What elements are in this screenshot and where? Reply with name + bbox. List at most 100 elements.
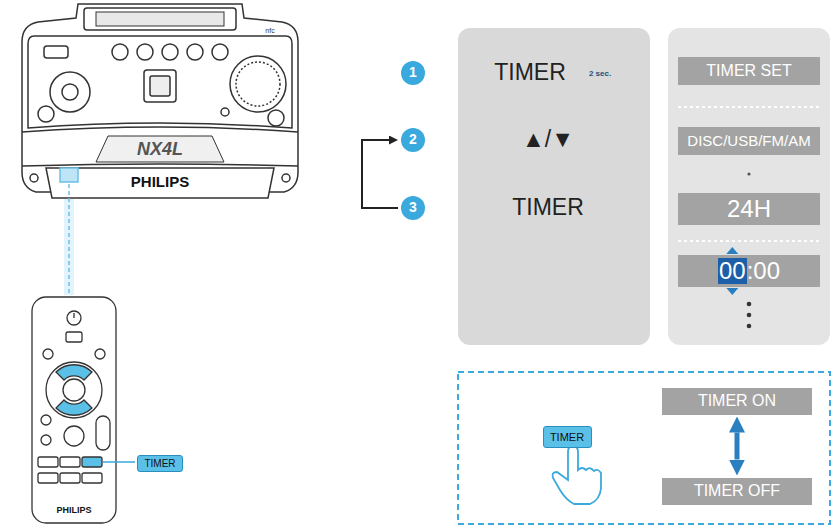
display-box: DISC/USB/FM/AM xyxy=(678,127,820,155)
remote-control xyxy=(32,297,116,523)
node-text: TIMER xyxy=(494,60,566,85)
remote-control xyxy=(96,416,110,450)
node-text: 2 xyxy=(409,132,417,147)
speaker-illustration xyxy=(236,62,280,106)
speaker-illustration xyxy=(150,76,170,96)
speaker-illustration xyxy=(144,70,176,102)
remote-control xyxy=(82,457,102,467)
speaker-illustration xyxy=(212,44,228,60)
node-text: TIMER OFF xyxy=(694,482,780,500)
display-box: 00:00 xyxy=(678,255,820,287)
remote-control xyxy=(41,415,51,425)
remote-control xyxy=(43,349,53,359)
node-text: 1 xyxy=(409,65,417,80)
remote-control xyxy=(56,400,92,415)
brand-logo: PHILIPS xyxy=(56,506,91,515)
node-text: TIMER xyxy=(144,458,175,469)
speaker-illustration xyxy=(60,168,78,182)
remote-control xyxy=(64,426,84,446)
model-logo: NX4L xyxy=(137,140,183,158)
continuation-dots xyxy=(747,313,752,318)
repeat-bracket xyxy=(362,140,398,208)
remote-control xyxy=(67,311,81,325)
remote-control xyxy=(63,379,85,401)
speaker-illustration xyxy=(84,8,236,30)
panel-separator xyxy=(678,106,820,108)
ir-beam xyxy=(68,184,70,295)
node-text: TIMER xyxy=(550,431,584,443)
speaker-illustration xyxy=(96,12,224,26)
result-panel xyxy=(668,28,830,345)
speaker-illustration xyxy=(268,110,284,126)
speaker-illustration xyxy=(38,106,54,122)
dashed-frame xyxy=(458,372,830,524)
step-number: 1 xyxy=(401,61,425,85)
dot xyxy=(747,172,750,175)
speaker-illustration xyxy=(137,44,153,60)
speaker-illustration xyxy=(62,84,78,100)
remote-control xyxy=(38,473,58,483)
continuation-dots xyxy=(747,302,752,329)
panel-separator xyxy=(678,240,820,242)
display-box: 24H xyxy=(678,193,820,225)
remote-control xyxy=(38,457,58,467)
remote-control xyxy=(60,473,80,483)
adjust-arrow xyxy=(726,288,738,295)
remote-control xyxy=(56,365,92,380)
speaker-illustration xyxy=(221,108,229,116)
continuation-dots xyxy=(747,302,752,307)
clock-label: 2 sec. xyxy=(589,70,611,78)
speaker-illustration xyxy=(282,174,290,182)
speaker-illustration xyxy=(230,56,286,112)
speaker-illustration xyxy=(22,164,298,166)
instruction-panel: TIMER ▲/▼ TIMER xyxy=(458,28,650,345)
step-number: 3 xyxy=(401,196,425,220)
node-text: DISC/USB/FM/AM xyxy=(687,133,810,150)
remote-control xyxy=(41,435,51,445)
leader-line xyxy=(103,461,135,463)
node-text: ▲/▼ xyxy=(522,127,574,152)
speaker-illustration xyxy=(22,4,298,198)
status-box: TIMER OFF xyxy=(662,478,812,505)
ir-beam xyxy=(64,184,74,295)
node-text: TIMER ON xyxy=(698,392,776,410)
speaker-illustration xyxy=(112,44,128,60)
remote-control xyxy=(32,297,116,523)
step-number: 2 xyxy=(401,128,425,152)
speaker-illustration xyxy=(22,4,298,192)
speaker-illustration xyxy=(46,168,274,198)
remote-control xyxy=(60,457,80,467)
toggle-arrow xyxy=(735,433,740,460)
node-text: TIMER xyxy=(512,195,584,220)
node-text: 3 xyxy=(409,200,417,215)
remote-control xyxy=(46,362,102,418)
speaker-illustration xyxy=(30,174,38,182)
callout-label: TIMER xyxy=(137,455,183,472)
remote-control xyxy=(95,349,105,359)
timer-button: TIMER xyxy=(543,426,592,448)
continuation-dots xyxy=(747,324,752,329)
speaker-illustration xyxy=(96,136,224,162)
nfc-mark: nfc xyxy=(265,27,274,34)
status-box: TIMER ON xyxy=(662,388,812,415)
remote-control xyxy=(82,473,102,483)
adjust-arrow xyxy=(726,247,738,254)
pressing-hand xyxy=(553,446,602,504)
node-text: 00 xyxy=(718,258,747,284)
speaker-illustration xyxy=(28,36,292,128)
adjust-arrow xyxy=(726,288,738,295)
display-box: TIMER SET xyxy=(678,57,820,85)
remote-control xyxy=(73,313,74,318)
node-text: TIMER SET xyxy=(706,62,791,80)
brand-logo: PHILIPS xyxy=(131,174,189,189)
node-text: 24H xyxy=(727,196,771,222)
speaker-illustration xyxy=(162,44,178,60)
remote-control xyxy=(66,332,82,342)
speaker-illustration xyxy=(44,46,68,58)
speaker-illustration xyxy=(22,127,298,132)
node-text: :00 xyxy=(747,258,780,284)
speaker-illustration xyxy=(50,72,90,112)
speaker-illustration xyxy=(187,44,203,60)
